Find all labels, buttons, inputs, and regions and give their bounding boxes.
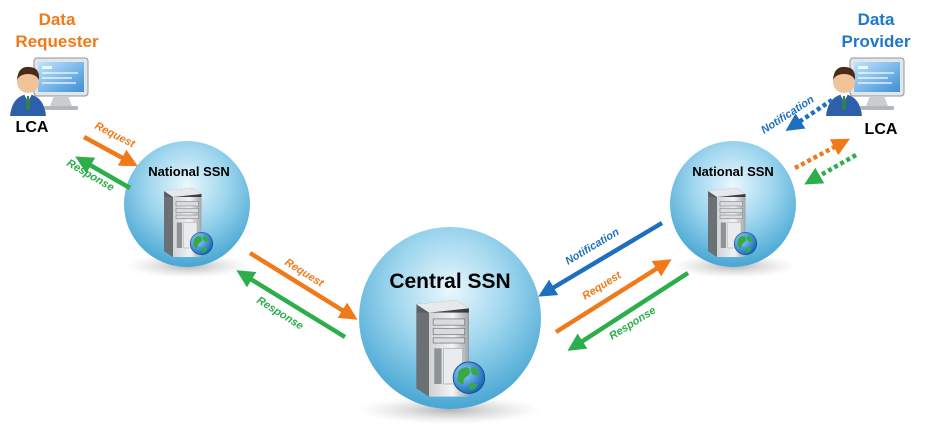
national-ssn-left-label: National SSN [148, 164, 230, 179]
requester-role-line-2: Requester [15, 32, 99, 51]
requester-role-line-1: Data [39, 10, 76, 29]
arrow-request-national-right-to-lca-dotted [793, 138, 850, 170]
arrow-response-lca-to-national-right-dotted [804, 153, 858, 185]
central-ssn-node: Central SSN [358, 227, 542, 424]
requester-lca-label: LCA [16, 119, 49, 136]
arrow-notification-national-right-to-lca: Notification [759, 93, 834, 137]
data-provider: Data Provider LCA [825, 10, 911, 138]
central-ssn-label: Central SSN [389, 270, 510, 293]
national-ssn-right-node: National SSN [670, 141, 796, 278]
arrow-response-national-left-to-lca: Response [65, 156, 132, 194]
arrow-request-lca-to-national-left: Request [82, 120, 138, 167]
node-shadow [358, 396, 542, 424]
provider-role-line-1: Data [858, 10, 895, 29]
provider-role-line-2: Provider [842, 32, 911, 51]
national-ssn-right-label: National SSN [692, 164, 774, 179]
request-label: Request [580, 269, 624, 303]
data-requester: Data Requester LCA [9, 10, 99, 136]
provider-lca-label: LCA [865, 121, 898, 138]
national-ssn-left-node: National SSN [124, 141, 250, 278]
notification-label: Notification [563, 226, 621, 268]
requester-user-computer-icon [9, 57, 89, 117]
arrow-response-central-to-national-left: Response [236, 270, 347, 339]
response-label: Response [254, 294, 305, 332]
provider-user-computer-icon [825, 57, 905, 117]
